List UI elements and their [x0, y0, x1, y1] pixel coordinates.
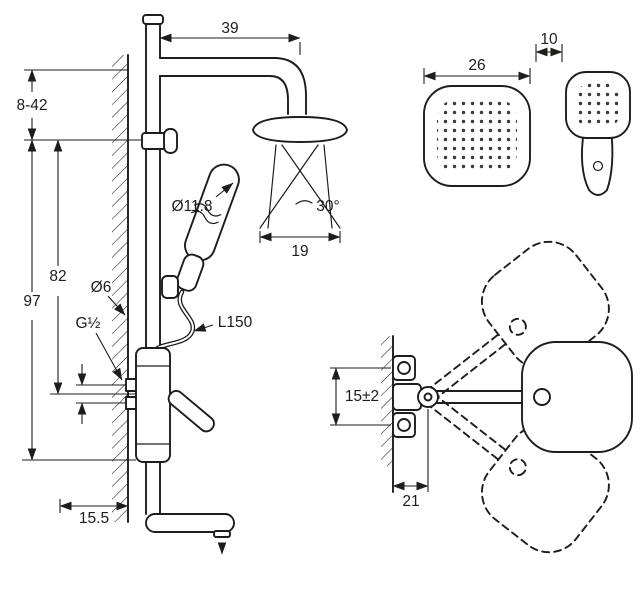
- dim-hole-dia: Ø6: [91, 279, 126, 316]
- dim-inlet-spacing: 15±2: [330, 367, 391, 426]
- dim-riser-height-label: 82: [49, 268, 66, 285]
- mixer-body: [135, 347, 171, 463]
- plan-view: 15±2 21: [330, 227, 633, 567]
- dimensions-front: 39 8-42 97 82 Ø6: [16, 20, 341, 527]
- shower-hose: [151, 289, 196, 355]
- overhead-shower-face: [423, 85, 531, 187]
- dim-total-height: 97: [23, 139, 41, 461]
- dim-hose-length: L150: [193, 314, 253, 332]
- dim-spray-angle-label: 30°: [316, 198, 339, 215]
- handshower-holder: [161, 275, 179, 299]
- plan-wall-hatch: [381, 336, 393, 466]
- dim-inlet-spacing-label: 15±2: [345, 388, 379, 405]
- dim-bottom-reach: 15.5: [59, 499, 129, 527]
- bottom-spout: [145, 513, 235, 555]
- dim-total-height-label: 97: [23, 293, 40, 310]
- dim-thread-label: G½: [76, 315, 101, 332]
- dim-hole-dia-label: Ø6: [91, 279, 112, 296]
- overhead-shower-side: [252, 116, 348, 143]
- dim-overhead-width: 26: [423, 57, 531, 84]
- dim-handshower-dia: Ø11.8: [171, 182, 234, 215]
- slider-bracket: [141, 128, 178, 154]
- dim-arm-reach: 39: [159, 20, 301, 55]
- dim-thread: G½: [76, 315, 123, 381]
- dim-riser-height: 82: [49, 139, 67, 395]
- mixer-handle: [167, 389, 215, 433]
- dim-hose-length-label: L150: [218, 314, 253, 331]
- dim-height-range: 8-42: [16, 69, 48, 141]
- dim-handshower-dia-label: Ø11.8: [171, 198, 212, 215]
- plan-overhead-solid: [429, 341, 633, 453]
- face-views: 26 10: [423, 31, 631, 196]
- dim-wall-distance-label: 21: [402, 493, 419, 510]
- wall-hatch: [112, 55, 128, 522]
- dim-handshower-width-label: 10: [540, 31, 558, 48]
- dim-bottom-reach-label: 15.5: [79, 510, 109, 527]
- dim-arm-reach-label: 39: [221, 20, 238, 37]
- dim-spray-width: 19: [259, 231, 341, 260]
- dim-wall-distance: 21: [392, 409, 429, 510]
- shower-arm: [159, 57, 307, 115]
- dim-spray-width-label: 19: [291, 243, 308, 260]
- plan-wall-fittings: [392, 355, 439, 438]
- dim-handshower-width: 10: [535, 31, 563, 62]
- front-view: [112, 14, 348, 555]
- spray-mode-button: [592, 160, 604, 172]
- spray-cone: [259, 144, 341, 229]
- dim-overhead-width-label: 26: [468, 57, 485, 74]
- dim-height-range-label: 8-42: [16, 97, 47, 114]
- hand-shower: [175, 163, 240, 292]
- dim-supply-spacing: [76, 364, 126, 424]
- hand-shower-face: [565, 71, 631, 196]
